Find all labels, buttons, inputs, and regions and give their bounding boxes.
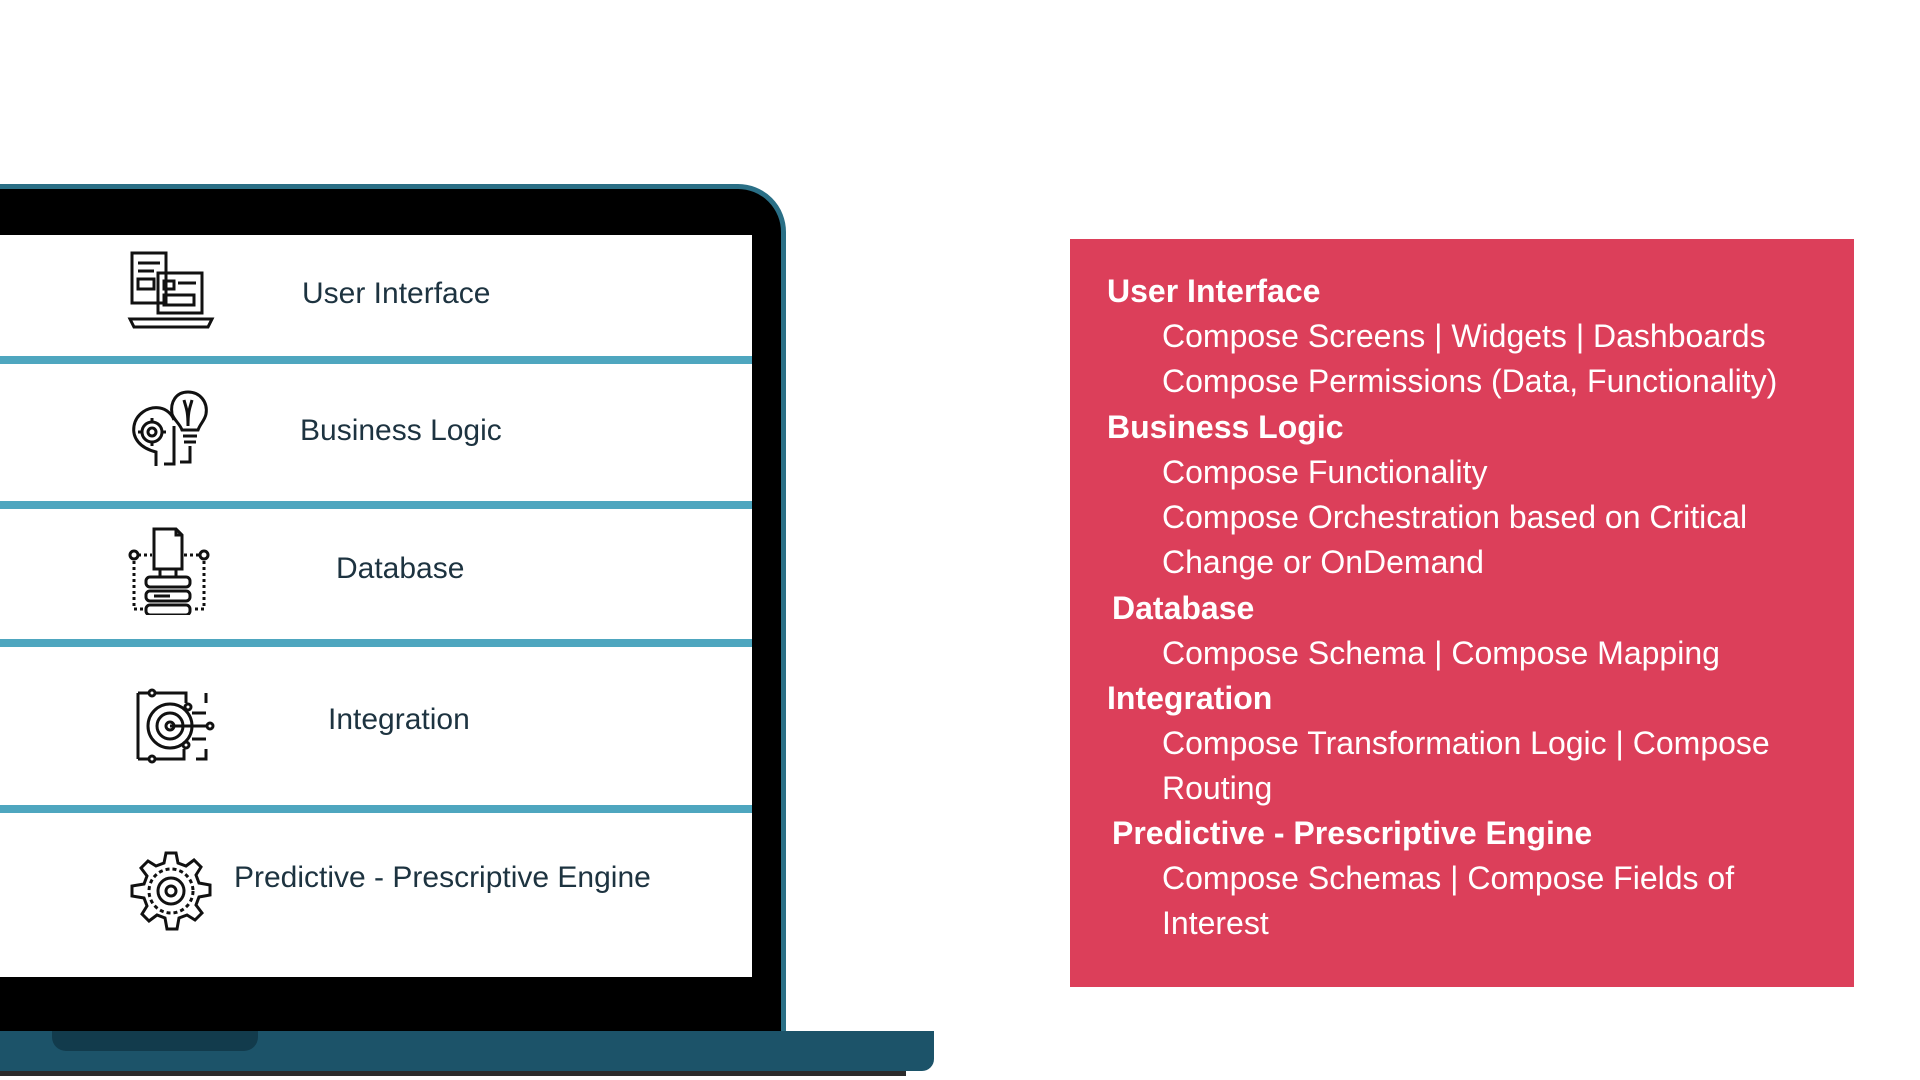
section-heading-user-interface: User Interface [1107, 273, 1321, 309]
section-heading-business-logic: Business Logic [1107, 409, 1344, 445]
section-item: Compose Permissions (Data, Functionality… [1162, 363, 1778, 399]
section-item: Change or OnDemand [1162, 544, 1484, 580]
layer-divider [0, 639, 752, 647]
layer-label: Business Logic [300, 414, 502, 447]
circuit-target-icon [126, 681, 216, 771]
laptop-screen: User Interface Business Logic [0, 235, 752, 977]
section-item: Interest [1162, 905, 1269, 941]
computer-screens-icon [126, 249, 216, 339]
layer-label: Database [336, 552, 465, 585]
section-item: Compose Screens | Widgets | Dashboards [1162, 318, 1766, 354]
section-item: Compose Schemas | Compose Fields of [1162, 860, 1735, 896]
layer-row-user-interface: User Interface [0, 235, 752, 356]
section-item: Compose Transformation Logic | Compose [1162, 725, 1770, 761]
layer-label: User Interface [302, 277, 491, 310]
laptop-base-shadow [0, 1071, 906, 1076]
layer-row-database: Database [0, 509, 752, 639]
section-item: Compose Functionality [1162, 454, 1488, 490]
database-server-icon [126, 525, 216, 617]
details-panel: User Interface Compose Screens | Widgets… [1070, 239, 1854, 987]
layer-row-predictive-engine: Predictive - Prescriptive Engine [0, 813, 752, 977]
layer-row-business-logic: Business Logic [0, 364, 752, 501]
layer-divider [0, 805, 752, 813]
head-gear-lightbulb-icon [126, 386, 216, 476]
layer-label: Integration [328, 703, 470, 736]
gear-engine-icon [126, 849, 216, 939]
section-heading-database: Database [1112, 590, 1255, 626]
layer-divider [0, 501, 752, 509]
section-item: Routing [1162, 770, 1273, 806]
section-item: Compose Orchestration based on Critical [1162, 499, 1748, 535]
laptop-base-notch [52, 1031, 258, 1051]
section-heading-integration: Integration [1107, 680, 1273, 716]
section-heading-predictive-engine: Predictive - Prescriptive Engine [1112, 815, 1593, 851]
layer-label: Predictive - Prescriptive Engine [234, 861, 651, 894]
section-item: Compose Schema | Compose Mapping [1162, 635, 1720, 671]
layer-row-integration: Integration [0, 647, 752, 805]
layer-divider [0, 356, 752, 364]
